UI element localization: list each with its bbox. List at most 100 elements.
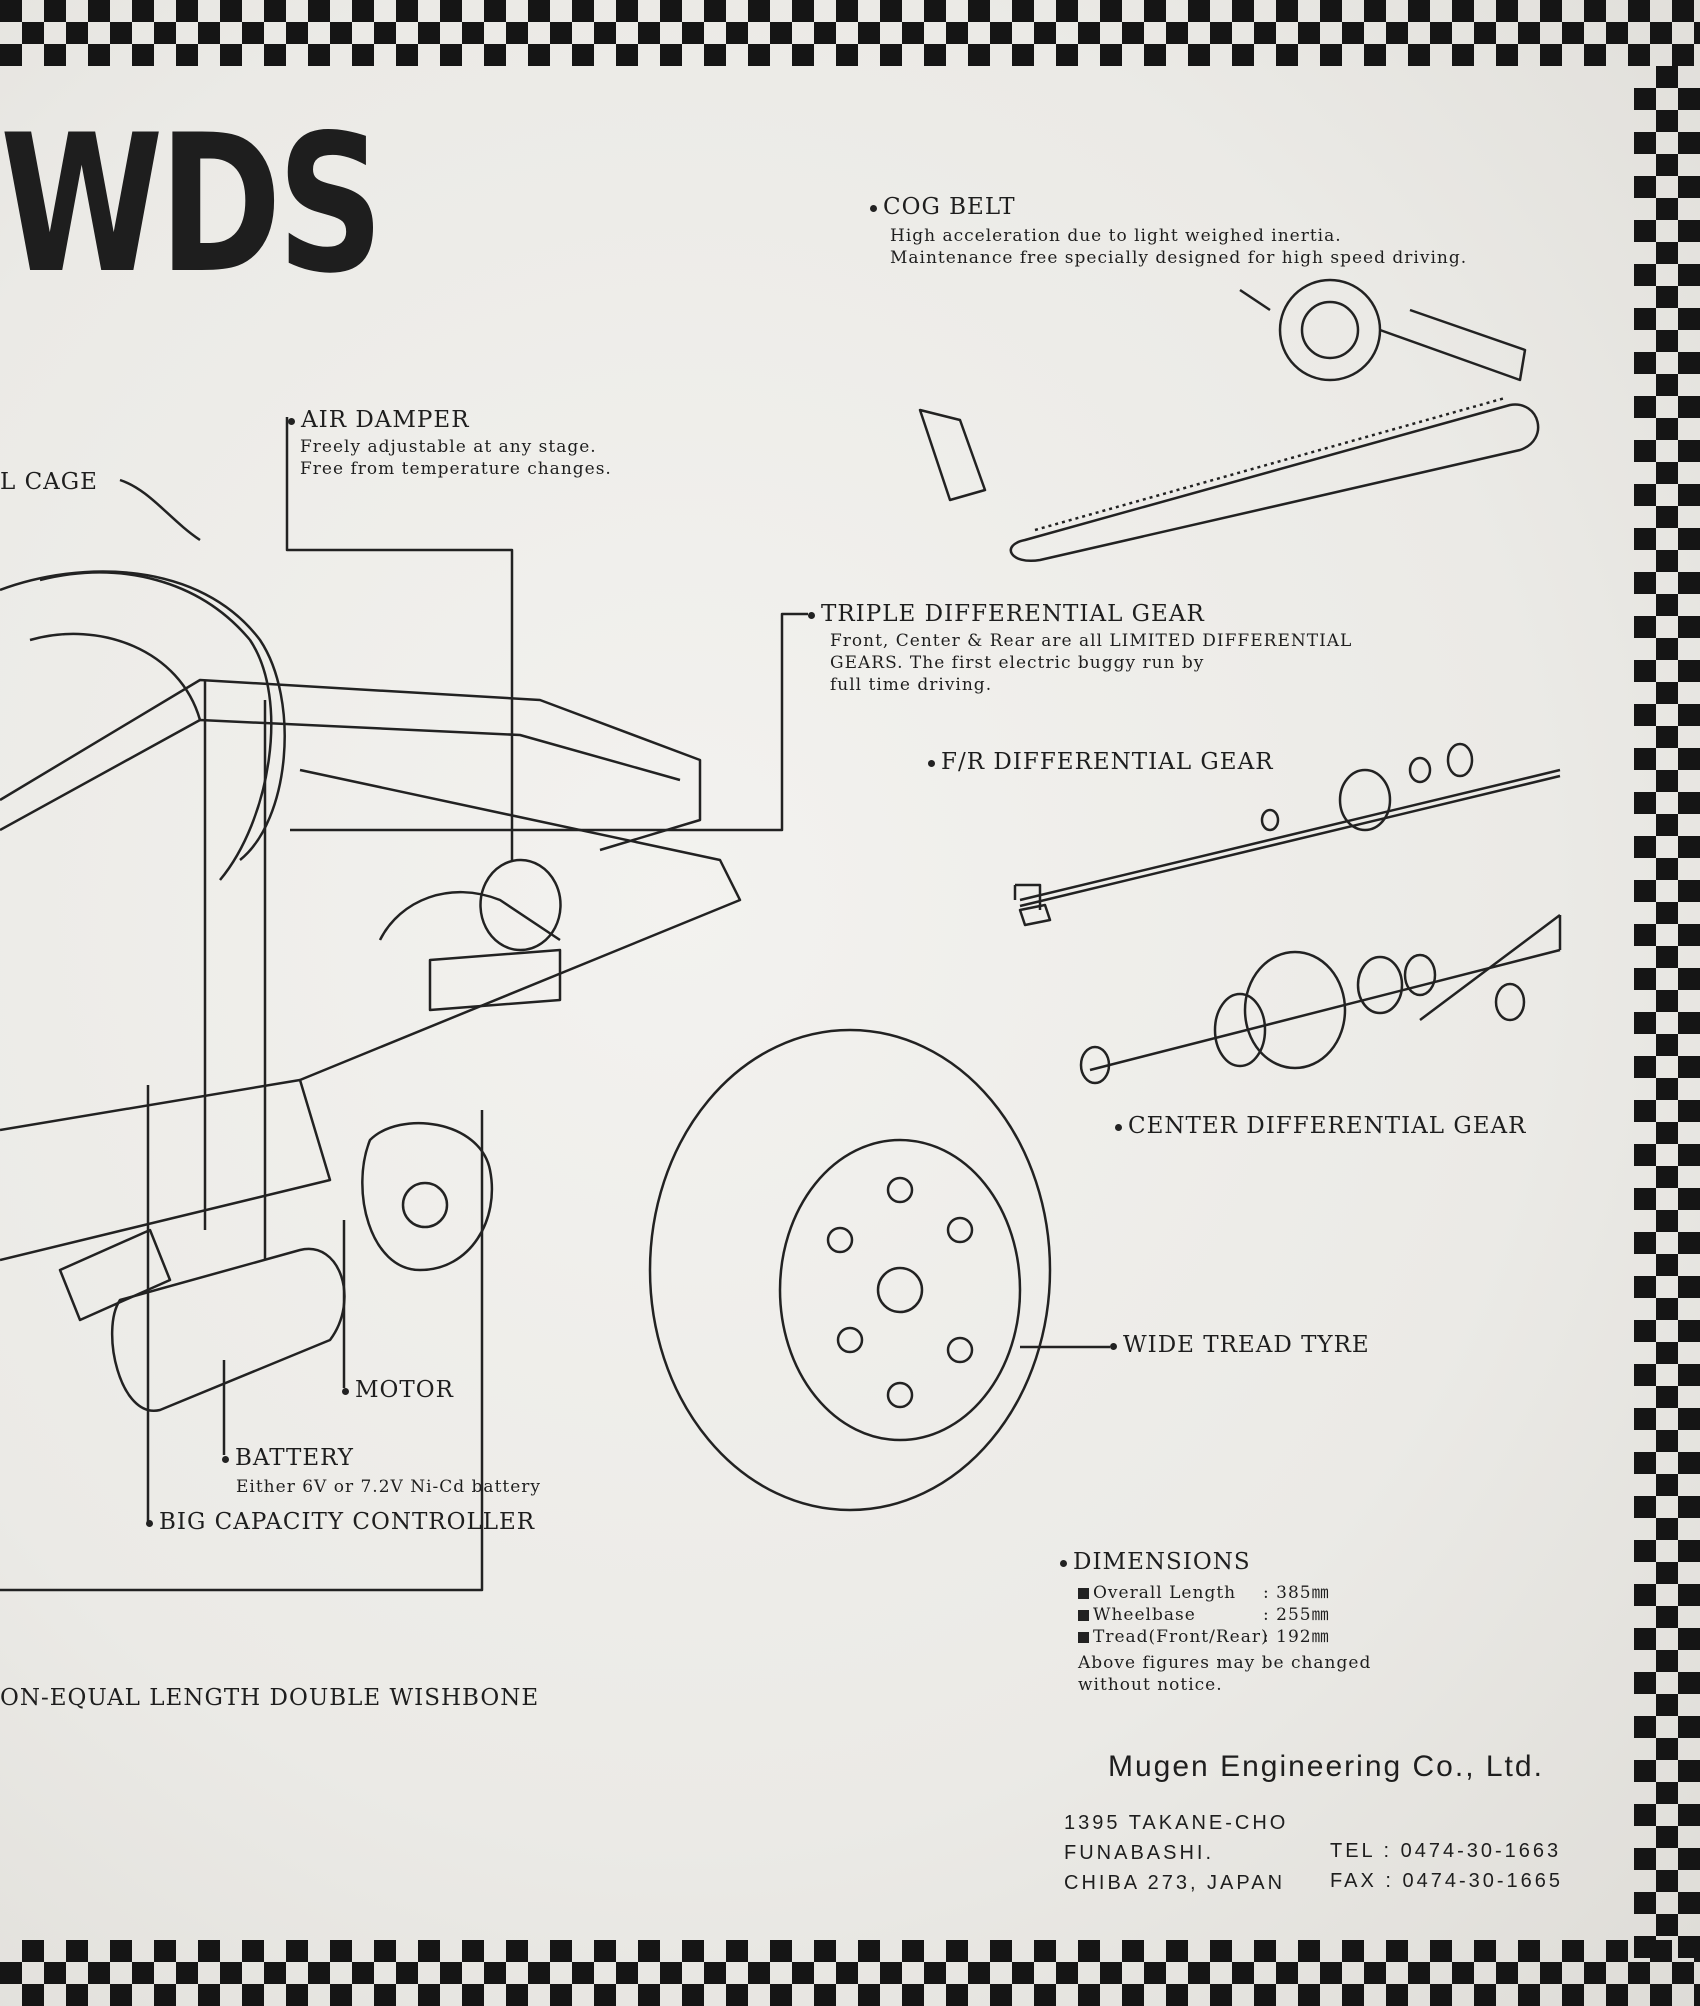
checker-square (1100, 44, 1122, 66)
cog-belt-desc: High acceleration due to light weighed i… (890, 226, 1468, 268)
triple-diff-label: TRIPLE DIFFERENTIAL GEAR (808, 601, 1205, 627)
checker-square (748, 0, 770, 22)
checker-square (1634, 528, 1656, 550)
checker-square (1678, 1144, 1700, 1166)
checker-square (220, 1962, 242, 1984)
checker-square (1656, 770, 1678, 792)
checker-square (1634, 880, 1656, 902)
checker-square (1678, 528, 1700, 550)
checker-square (1678, 1056, 1700, 1078)
checker-square (1056, 0, 1078, 22)
checker-square (1656, 814, 1678, 836)
checker-square (1276, 44, 1298, 66)
checker-square (1056, 1962, 1078, 1984)
checker-square (1678, 1540, 1700, 1562)
checker-square (1694, 22, 1700, 44)
checker-square (1606, 1984, 1628, 2006)
battery-label: BATTERY (222, 1445, 354, 1471)
checker-square (1634, 176, 1656, 198)
checker-square (1166, 1940, 1188, 1962)
checker-square (396, 1962, 418, 1984)
checker-square (220, 44, 242, 66)
checker-square (550, 22, 572, 44)
checker-square (1656, 462, 1678, 484)
checker-square (1540, 44, 1562, 66)
checker-square (44, 44, 66, 66)
checker-square (550, 1984, 572, 2006)
checker-square (1678, 132, 1700, 154)
checker-square (572, 1962, 594, 1984)
checker-square (1634, 1100, 1656, 1122)
checker-square (418, 1940, 440, 1962)
checker-square (1656, 198, 1678, 220)
checker-square (374, 1940, 396, 1962)
checker-square (1678, 660, 1700, 682)
checker-square (198, 22, 220, 44)
checker-square (1678, 1012, 1700, 1034)
checker-square (1634, 1584, 1656, 1606)
dimensions-label: DIMENSIONS (1060, 1549, 1251, 1575)
checker-square (814, 1940, 836, 1962)
checker-square (1298, 1984, 1320, 2006)
checker-square (792, 0, 814, 22)
checker-square (1678, 440, 1700, 462)
checker-square (1656, 242, 1678, 264)
checker-square (1634, 792, 1656, 814)
fr-diff-label: F/R DIFFERENTIAL GEAR (928, 749, 1274, 775)
checker-square (1678, 1892, 1700, 1914)
checker-square (1656, 682, 1678, 704)
checker-square (374, 22, 396, 44)
checker-square (858, 1940, 880, 1962)
checker-square (110, 1984, 132, 2006)
checker-square (1678, 1584, 1700, 1606)
checker-square (770, 22, 792, 44)
checker-square (1634, 1892, 1656, 1914)
battery-desc: Either 6V or 7.2V Ni-Cd battery (236, 1477, 542, 1497)
checker-square (1678, 1496, 1700, 1518)
checker-square (242, 22, 264, 44)
checker-square (1634, 968, 1656, 990)
checker-square (1298, 1940, 1320, 1962)
checker-square (638, 1984, 660, 2006)
checker-square (1562, 1940, 1584, 1962)
checker-square (1656, 1782, 1678, 1804)
checker-square (198, 1984, 220, 2006)
checker-square (88, 0, 110, 22)
checker-square (1656, 154, 1678, 176)
checker-square (1656, 1430, 1678, 1452)
checker-square (1012, 1962, 1034, 1984)
checker-square (1034, 1984, 1056, 2006)
checker-square (1634, 396, 1656, 418)
checker-square (1634, 1628, 1656, 1650)
checker-square (1634, 572, 1656, 594)
checker-square (1518, 1940, 1540, 1962)
checker-square (594, 22, 616, 44)
checker-square (1678, 1452, 1700, 1474)
checker-square (1678, 1188, 1700, 1210)
checker-square (1656, 1122, 1678, 1144)
checker-square (1232, 44, 1254, 66)
checker-square (1122, 22, 1144, 44)
checker-square (308, 44, 330, 66)
checker-square (1656, 330, 1678, 352)
checker-square (1606, 22, 1628, 44)
cog-belt-label: COG BELT (870, 194, 1016, 220)
checker-square (0, 1962, 22, 1984)
triple-diff-desc: Front, Center & Rear are all LIMITED DIF… (830, 631, 1353, 695)
checker-square (1078, 1940, 1100, 1962)
checker-square (616, 1962, 638, 1984)
checker-square (1656, 1034, 1678, 1056)
checker-square (1656, 1254, 1678, 1276)
checker-square (1320, 44, 1342, 66)
checker-square (1634, 1496, 1656, 1518)
checker-square (1496, 0, 1518, 22)
checker-square (1656, 1298, 1678, 1320)
dimensions-note: Above figures may be changed (1078, 1653, 1372, 1673)
checker-square (924, 44, 946, 66)
checker-square (22, 22, 44, 44)
dimension-row: Wheelbase: 255㎜ (1078, 1604, 1371, 1626)
checker-square (1144, 44, 1166, 66)
